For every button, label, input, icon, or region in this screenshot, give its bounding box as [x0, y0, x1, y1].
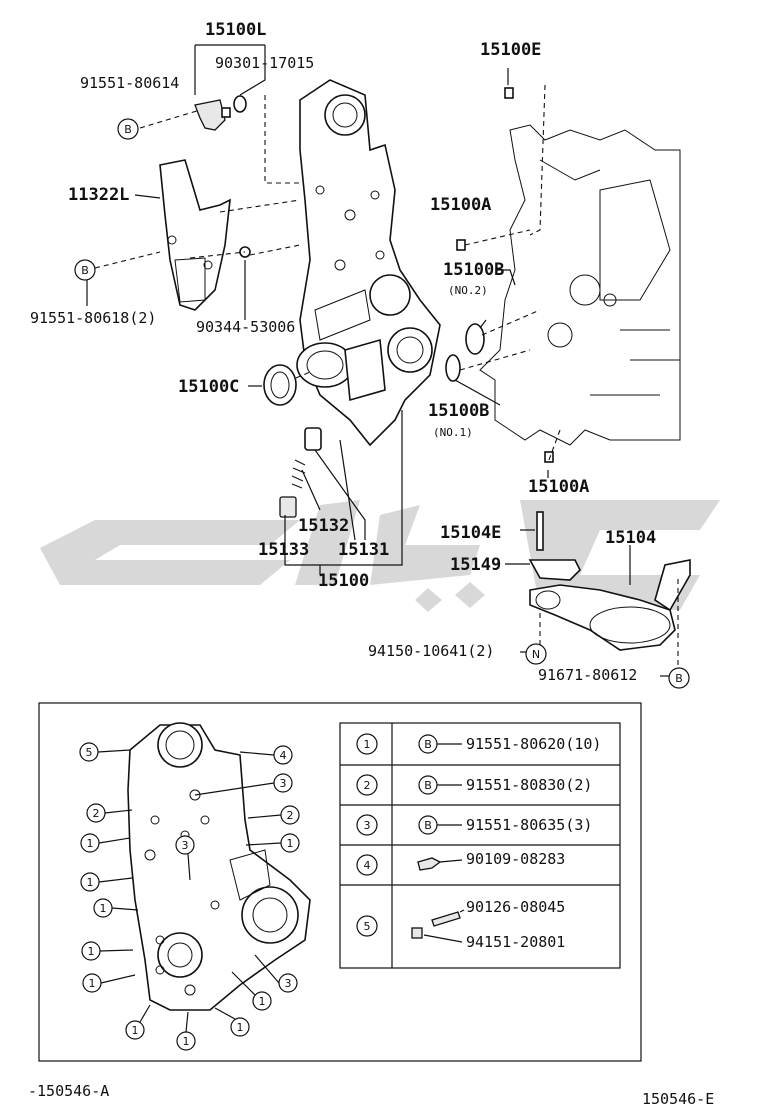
o-ring-no2 — [465, 323, 485, 355]
relief-valve-parts — [279, 427, 322, 518]
marker-b-3: B — [675, 672, 683, 685]
oil-strainer — [528, 511, 691, 651]
svg-text:B: B — [424, 779, 432, 792]
label-91671-80612: 91671-80612 — [538, 666, 637, 684]
label-90301-17015: 90301-17015 — [215, 54, 314, 72]
inset-cover-drawing — [127, 722, 311, 1011]
label-15100l: 15100L — [205, 20, 266, 40]
label-15100b-no1: 15100B — [428, 401, 489, 421]
svg-text:94151-20801: 94151-20801 — [466, 933, 565, 951]
label-no1: (NO.1) — [433, 426, 473, 439]
label-15133: 15133 — [258, 540, 309, 560]
label-15100: 15100 — [318, 571, 369, 591]
marker-b-1: B — [124, 123, 132, 136]
plug-15100a-bottom — [544, 451, 554, 463]
oil-pressure-sensor — [194, 95, 247, 131]
svg-text:1: 1 — [183, 1035, 190, 1048]
table-row: 2 B 91551-80830(2) — [356, 774, 592, 796]
o-ring-no1 — [445, 354, 461, 382]
label-15104: 15104 — [605, 528, 656, 548]
table-row: 4 90109-08283 — [356, 850, 565, 876]
svg-text:91551-80620(10): 91551-80620(10) — [466, 735, 601, 753]
bolt-icon — [417, 857, 442, 871]
seal-15100c — [263, 364, 297, 406]
svg-text:1: 1 — [87, 837, 94, 850]
inset-callouts: 5 4 3 2 2 1 3 1 1 1 1 1 3 1 1 1 1 — [79, 742, 300, 1051]
svg-text:3: 3 — [280, 777, 287, 790]
label-91551-80614: 91551-80614 — [80, 74, 179, 92]
svg-text:5: 5 — [364, 920, 371, 933]
plug-15100a-top — [456, 239, 466, 251]
svg-text:1: 1 — [132, 1024, 139, 1037]
plug-15100e — [504, 87, 514, 99]
label-11322l: 11322L — [68, 185, 129, 205]
leader-lines — [86, 44, 679, 677]
parts-table: 1 B 91551-80620(10) 2 B 91551-80830(2) 3… — [339, 722, 621, 969]
svg-text:1: 1 — [89, 977, 96, 990]
label-15100b-no2: 15100B — [443, 260, 504, 280]
svg-text:3: 3 — [364, 819, 371, 832]
nut-icon — [411, 927, 423, 939]
marker-n: N — [532, 648, 540, 661]
marker-circles: B B N B — [74, 118, 690, 689]
label-91551-80618: 91551-80618(2) — [30, 309, 156, 327]
label-15131: 15131 — [338, 540, 389, 560]
svg-text:1: 1 — [259, 995, 266, 1008]
svg-text:2: 2 — [287, 809, 294, 822]
svg-text:2: 2 — [364, 779, 371, 792]
svg-text:1: 1 — [364, 738, 371, 751]
svg-text:1: 1 — [88, 945, 95, 958]
svg-text:3: 3 — [285, 977, 292, 990]
svg-text:90126-08045: 90126-08045 — [466, 898, 565, 916]
stud-icon — [431, 911, 461, 927]
svg-text:1: 1 — [100, 902, 107, 915]
label-15100a-bottom: 15100A — [528, 477, 589, 497]
footer-left-code: -150546-A — [28, 1082, 109, 1100]
label-15100e: 15100E — [480, 40, 541, 60]
oil-pump-housing — [296, 338, 386, 402]
engine-block — [479, 124, 681, 446]
part-labels: 15100L 90301-17015 91551-80614 15100E 11… — [30, 20, 656, 684]
table-row: 1 B 91551-80620(10) — [356, 733, 601, 755]
svg-text:1: 1 — [87, 876, 94, 889]
svg-text:1: 1 — [287, 837, 294, 850]
svg-text:B: B — [424, 819, 432, 832]
footer-right-code: 150546-E — [642, 1090, 714, 1108]
svg-text:2: 2 — [93, 807, 100, 820]
marker-b-2: B — [81, 264, 89, 277]
svg-text:1: 1 — [237, 1021, 244, 1034]
svg-text:90109-08283: 90109-08283 — [466, 850, 565, 868]
svg-text:91551-80635(3): 91551-80635(3) — [466, 816, 592, 834]
label-90344-53006: 90344-53006 — [196, 318, 295, 336]
table-row: 5 90126-08045 94151-20801 — [356, 898, 565, 951]
svg-text:3: 3 — [182, 839, 189, 852]
table-row: 3 B 91551-80635(3) — [356, 814, 592, 836]
label-15100a-top: 15100A — [430, 195, 491, 215]
svg-text:B: B — [424, 738, 432, 751]
svg-text:5: 5 — [86, 746, 93, 759]
label-15132: 15132 — [298, 516, 349, 536]
svg-text:91551-80830(2): 91551-80830(2) — [466, 776, 592, 794]
label-15149: 15149 — [450, 555, 501, 575]
chain-guide-11322l — [159, 159, 251, 311]
label-15100c: 15100C — [178, 377, 239, 397]
label-94150-10641: 94150-10641(2) — [368, 642, 494, 660]
label-no2: (NO.2) — [448, 284, 488, 297]
label-15104e: 15104E — [440, 523, 501, 543]
inset-frame — [38, 702, 642, 1062]
svg-text:4: 4 — [364, 859, 371, 872]
svg-text:4: 4 — [280, 749, 287, 762]
